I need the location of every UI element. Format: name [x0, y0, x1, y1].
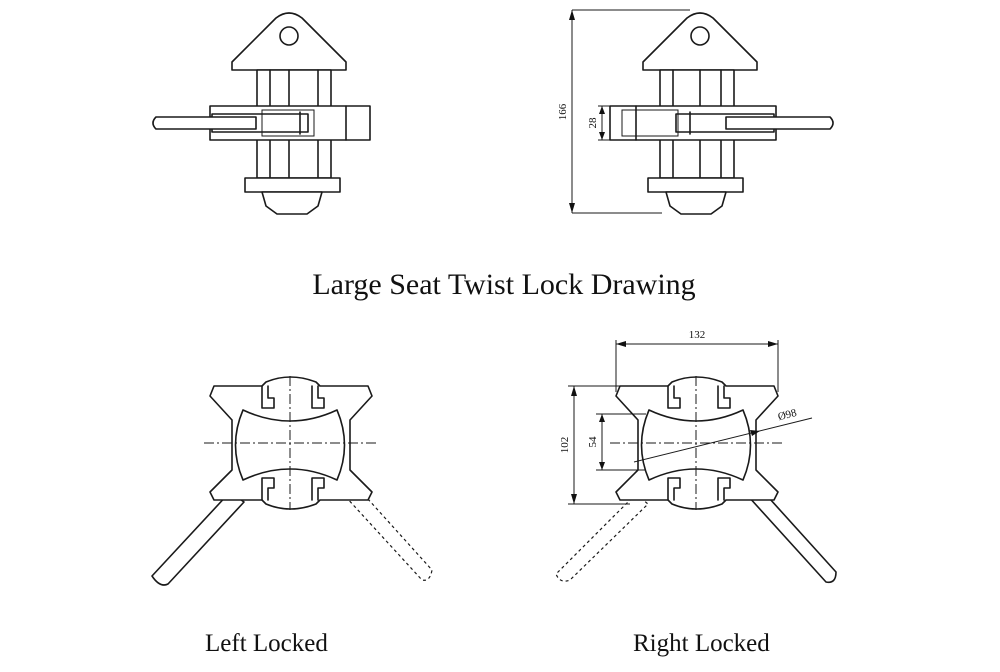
top-view-left-locked [151, 376, 433, 586]
dim-handle-height: 28 [587, 117, 599, 129]
caption-left-locked: Left Locked [205, 630, 328, 657]
dim-height-total: 166 [557, 103, 569, 120]
side-view-right [569, 9, 834, 215]
dim-height-inner: 54 [587, 436, 599, 448]
dim-diameter: Ø98 [777, 407, 799, 423]
side-view-left [152, 12, 371, 215]
top-view-right-locked [555, 340, 837, 584]
caption-right-locked: Right Locked [633, 630, 770, 657]
drawing-title: Large Seat Twist Lock Drawing [312, 268, 696, 301]
dim-width-top: 132 [689, 329, 706, 341]
dim-height-body: 102 [559, 437, 571, 454]
